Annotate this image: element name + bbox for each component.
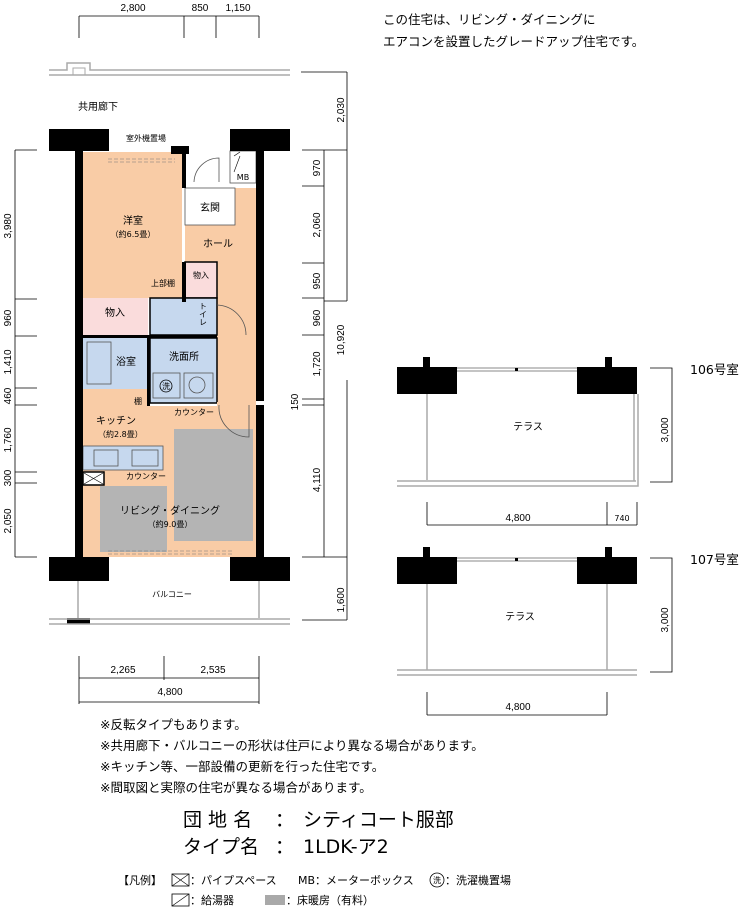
right-dimensions: 2,030 970 2,060 950 960 1,720 150 4,110 … <box>290 71 348 621</box>
toilet-room <box>149 297 218 336</box>
dim-left-4: 460 <box>3 387 14 404</box>
rooms <box>82 150 257 557</box>
legend-heater: ：給湯器 <box>190 893 234 907</box>
dim-bottom-2: 2,535 <box>200 665 225 676</box>
terrace-106: テラス 3,000 106号室 4,800 740 <box>397 357 739 526</box>
shelf-label: 棚 <box>134 396 142 406</box>
kitchen-label: キッチン <box>96 415 136 427</box>
storage-small <box>184 261 218 299</box>
dim-top-1: 2,800 <box>120 3 145 14</box>
western-room-size: （約6.5畳） <box>111 229 156 239</box>
balcony-label: バルコニー <box>152 590 192 599</box>
storage-small-label: 物入 <box>193 270 209 280</box>
dim-right-6: 1,720 <box>312 351 323 376</box>
washer-legend-icon <box>429 872 445 888</box>
dim-left-2: 960 <box>3 309 14 326</box>
top-dimensions: 2,800 850 1,150 <box>78 3 260 38</box>
dim-bottom-total: 4,800 <box>157 687 182 698</box>
header-note-line-1: この住宅は、リビング・ダイニングに <box>383 12 596 27</box>
legend-title: 【凡例】 <box>118 873 162 887</box>
entrance-area <box>184 187 236 226</box>
mb-label: MB <box>237 173 249 182</box>
sink-icon <box>131 449 159 467</box>
bathroom <box>83 338 147 389</box>
outdoor-unit-label: 室外機置場 <box>126 133 166 143</box>
terrace-106-depth: 3,000 <box>660 417 671 442</box>
terrace-107-width: 4,800 <box>505 702 530 713</box>
type-name-label: タイプ名 <box>183 836 259 858</box>
washroom-label: 洗面所 <box>169 351 199 363</box>
bottom-dimensions: 2,265 2,535 4,800 <box>78 656 260 704</box>
note-2: ※共用廊下・バルコニーの形状は住戸により異なる場合があります。 <box>100 738 484 753</box>
legend-pipe: ：パイプスペース <box>190 874 277 887</box>
floor-heating-swatch <box>265 895 285 905</box>
legend-floor-heating: ：床暖房（有料） <box>286 893 374 907</box>
dim-left-5: 1,760 <box>3 427 14 452</box>
hall-label: ホール <box>203 238 233 250</box>
upper-shelf-label: 上部棚 <box>151 278 175 288</box>
living-label: リビング・ダイニング <box>120 504 220 517</box>
dim-right-8: 4,110 <box>312 467 323 492</box>
dim-right-7: 150 <box>290 393 301 410</box>
header-note-line-2: エアコンを設置したグレードアップ住宅です。 <box>383 34 644 49</box>
counter-label-top: カウンター <box>174 408 214 417</box>
terrace-107: テラス 3,000 107号室 4,800 <box>397 547 739 716</box>
estate-name-label: 団 地 名 <box>183 809 252 831</box>
walls <box>49 129 290 624</box>
legend-washer: ：洗濯機置場 <box>445 873 511 887</box>
dim-right-2: 970 <box>312 159 323 176</box>
dim-left-3: 1,410 <box>3 349 14 374</box>
pipe-space-icon <box>171 873 190 887</box>
note-3: ※キッチン等、一部設備の更新を行った住宅です。 <box>100 759 384 774</box>
estate-name-sep: ： <box>275 809 294 831</box>
dim-left-7: 2,050 <box>3 508 14 533</box>
storage-room <box>83 298 148 335</box>
left-dimensions: 3,980 960 1,410 460 1,760 300 2,050 <box>3 149 37 558</box>
dim-right-5: 960 <box>312 309 323 326</box>
terrace-106-extra: 740 <box>614 514 629 523</box>
note-4: ※間取図と実際の住宅が異なる場合があります。 <box>100 780 372 795</box>
western-room-label: 洋室 <box>123 214 143 227</box>
dim-right-4: 950 <box>312 272 323 289</box>
washer-icon <box>159 379 173 393</box>
counter-label-kitchen: カウンター <box>126 472 166 481</box>
dim-right-3: 2,060 <box>312 212 323 237</box>
dim-top-3: 1,150 <box>225 3 250 14</box>
legend: 【凡例】 ：パイプスペース MB：メーターボックス 洗 ：洗濯機置場 ：給湯器 … <box>118 872 511 907</box>
terrace-107-label: テラス <box>505 611 535 623</box>
floor-heating-2 <box>174 429 253 541</box>
terrace-107-room: 107号室 <box>690 552 739 567</box>
western-room <box>83 152 182 298</box>
storage-label: 物入 <box>105 306 125 319</box>
dim-right-1: 2,030 <box>336 97 347 122</box>
stove-icon <box>93 449 119 467</box>
toilet-label: トイレ <box>199 302 208 326</box>
terrace-107-depth: 3,000 <box>660 607 671 632</box>
washer-symbol: 洗 <box>162 381 170 391</box>
terrace-106-room: 106号室 <box>690 362 739 377</box>
corridor-label: 共用廊下 <box>78 100 118 113</box>
entrance-label: 玄関 <box>200 201 220 214</box>
dim-right-total: 10,920 <box>336 324 347 355</box>
dim-left-1: 3,980 <box>3 213 14 238</box>
dim-bottom-1: 2,265 <box>110 665 135 676</box>
type-name-value: 1LDK-ア2 <box>303 836 389 858</box>
legend-mb: MB：メーターボックス <box>298 874 414 887</box>
bath-label: 浴室 <box>116 355 136 368</box>
kitchen-size: （約2.8畳） <box>98 429 143 439</box>
living-size: （約9.0畳） <box>148 519 193 529</box>
dim-top-2: 850 <box>192 3 209 14</box>
type-name-sep: ： <box>275 836 294 858</box>
corridor-rail <box>49 62 290 76</box>
dim-left-6: 300 <box>3 469 14 486</box>
washroom <box>149 337 218 404</box>
dim-right-9: 1,600 <box>336 587 347 612</box>
note-1: ※反転タイプもあります。 <box>100 717 247 732</box>
terrace-106-width: 4,800 <box>505 513 530 524</box>
estate-name-value: シティコート服部 <box>303 809 454 831</box>
legend-washer-symbol: 洗 <box>433 875 441 885</box>
terrace-106-label: テラス <box>513 421 543 433</box>
water-heater-icon <box>171 893 190 907</box>
floor-heating-1 <box>100 486 167 552</box>
